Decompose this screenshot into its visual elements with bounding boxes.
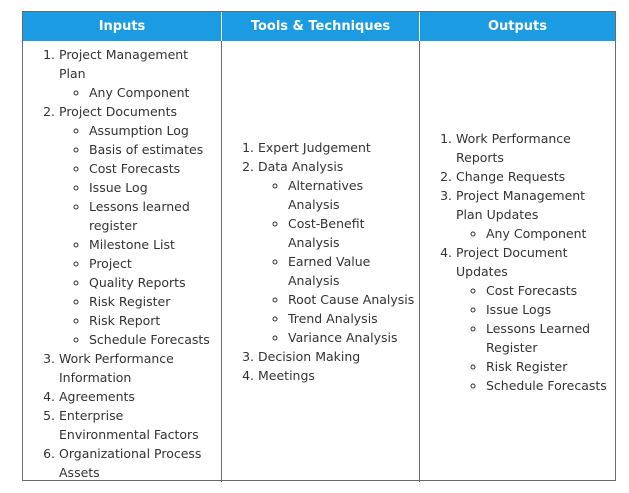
inputs-sub-item: Schedule Forecasts: [89, 330, 217, 349]
inputs-sub-item: Assumption Log: [89, 121, 217, 140]
tools-item-label: Data Analysis: [258, 159, 344, 174]
tools-sub-item: Alternatives Analysis: [288, 176, 415, 214]
tools-item-label: Expert Judgement: [258, 140, 371, 155]
inputs-sub-item: Risk Report: [89, 311, 217, 330]
inputs-sub-item: Risk Register: [89, 292, 217, 311]
inputs-item: Project DocumentsAssumption LogBasis of …: [59, 102, 217, 349]
inputs-item-label: Project Management Plan: [59, 47, 189, 81]
inputs-item: Work Performance Information: [59, 349, 217, 387]
inputs-cell: Project Management PlanAny ComponentProj…: [23, 41, 221, 482]
outputs-header: Outputs: [419, 12, 615, 41]
inputs-sub-item: Project: [89, 254, 217, 273]
inputs-sub-item: Milestone List: [89, 235, 217, 254]
tools-item-label: Meetings: [258, 368, 315, 383]
outputs-sub-item: Issue Logs: [486, 300, 611, 319]
tools-techniques-list: Expert JudgementData AnalysisAlternative…: [222, 138, 419, 385]
inputs-item-label: Agreements: [59, 389, 135, 404]
outputs-item: Work Performance Reports: [456, 129, 611, 167]
inputs-item: Agreements: [59, 387, 217, 406]
inputs-list: Project Management PlanAny ComponentProj…: [23, 45, 221, 482]
tools-sub-item: Trend Analysis: [288, 309, 415, 328]
outputs-item: Project Management Plan UpdatesAny Compo…: [456, 186, 611, 243]
inputs-item: Organizational Process Assets: [59, 444, 217, 482]
inputs-header: Inputs: [98, 19, 146, 34]
tools-item-label: Decision Making: [258, 349, 361, 364]
inputs-sub-item: Quality Reports: [89, 273, 217, 292]
inputs-item: Enterprise Environmental Factors: [59, 406, 217, 444]
inputs-sub-list: Any Component: [59, 83, 217, 102]
outputs-item-label: Work Performance Reports: [456, 130, 571, 165]
inputs-item-label: Organizational Process Assets: [59, 446, 202, 480]
outputs-item-label: Project Management Plan Updates: [456, 187, 586, 222]
outputs-sub-list: Any Component: [456, 224, 611, 243]
outputs-item-label: Change Requests: [456, 168, 566, 184]
tools-sub-list: Alternatives AnalysisCost-Benefit Analys…: [258, 176, 415, 347]
outputs-sub-item: Schedule Forecasts: [486, 376, 611, 395]
tools-item: Expert Judgement: [258, 138, 415, 157]
inputs-sub-item: Any Component: [89, 83, 217, 102]
inputs-item-label: Work Performance Information: [59, 351, 174, 385]
inputs-sub-list: Assumption LogBasis of estimatesCost For…: [59, 121, 217, 349]
outputs-sub-item: Any Component: [486, 224, 611, 243]
outputs-sub-item: Lessons Learned Register: [486, 319, 611, 357]
outputs-item-label: Project Document Updates: [456, 244, 568, 279]
inputs-item-label: Enterprise Environmental Factors: [59, 408, 199, 442]
tools-item: Data AnalysisAlternatives AnalysisCost-B…: [258, 157, 415, 347]
tools-item: Decision Making: [258, 347, 415, 366]
inputs-item: Project Management PlanAny Component: [59, 45, 217, 102]
table-body-row: Project Management PlanAny ComponentProj…: [23, 41, 615, 482]
outputs-item: Change Requests: [456, 167, 611, 186]
outputs-cell: Work Performance ReportsChange RequestsP…: [419, 41, 615, 482]
table-header-row: Inputs Tools & Techniques Outputs: [23, 12, 615, 41]
tools-techniques-cell: Expert JudgementData AnalysisAlternative…: [221, 41, 419, 482]
tools-sub-item: Variance Analysis: [288, 328, 415, 347]
outputs-sub-list: Cost ForecastsIssue LogsLessons Learned …: [456, 281, 611, 395]
outputs-sub-item: Risk Register: [486, 357, 611, 376]
inputs-item-label: Project Documents: [59, 104, 178, 119]
outputs-item: Project Document UpdatesCost ForecastsIs…: [456, 243, 611, 395]
inputs-sub-item: Issue Log: [89, 178, 217, 197]
outputs-list: Work Performance ReportsChange RequestsP…: [420, 129, 615, 395]
inputs-sub-item: Cost Forecasts: [89, 159, 217, 178]
itto-table: Inputs Tools & Techniques Outputs Projec…: [22, 11, 616, 482]
tools-sub-item: Root Cause Analysis: [288, 290, 415, 309]
tools-sub-item: Earned Value Analysis: [288, 252, 415, 290]
inputs-sub-item: Basis of estimates: [89, 140, 217, 159]
tools-item: Meetings: [258, 366, 415, 385]
tools-techniques-header: Tools & Techniques: [221, 12, 419, 41]
inputs-sub-item: Lessons learned register: [89, 197, 217, 235]
tools-sub-item: Cost-Benefit Analysis: [288, 214, 415, 252]
outputs-sub-item: Cost Forecasts: [486, 281, 611, 300]
